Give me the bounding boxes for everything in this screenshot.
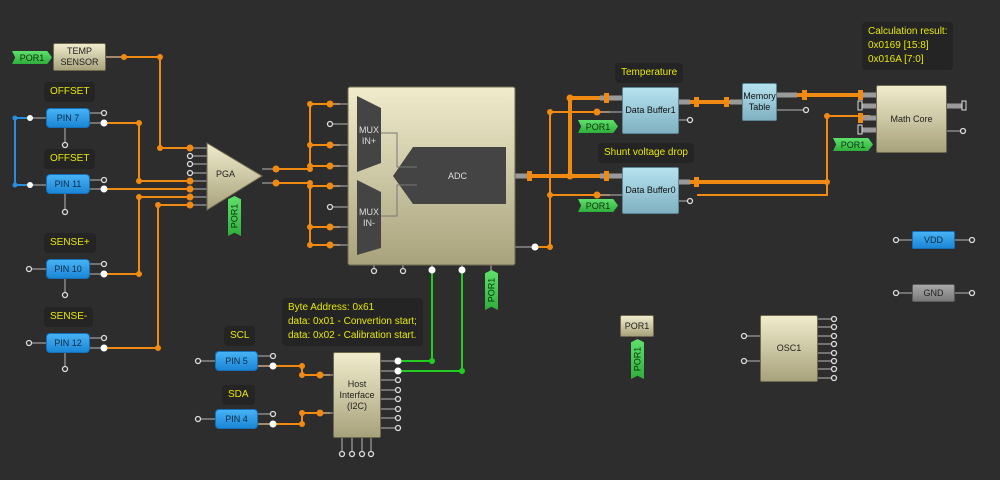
temp-sensor-label: TEMP SENSOR bbox=[60, 46, 99, 67]
osc1-block[interactable]: OSC1 bbox=[760, 315, 818, 382]
pga-block[interactable] bbox=[206, 142, 263, 211]
data-buffer1-block[interactable]: Data Buffer1 bbox=[622, 87, 679, 134]
pin7-label: PIN 7 bbox=[56, 112, 80, 123]
mux-minus-shape bbox=[357, 180, 381, 255]
pin11-block[interactable]: PIN 11 bbox=[46, 174, 90, 194]
pin4-block[interactable]: PIN 4 bbox=[215, 409, 258, 429]
memory-table-label: Memory Table bbox=[743, 91, 776, 112]
note-sda: SDA bbox=[222, 385, 255, 405]
pin12-block[interactable]: PIN 12 bbox=[46, 333, 90, 353]
connected-pin-dots[interactable] bbox=[27, 115, 539, 428]
pin5-label: PIN 5 bbox=[225, 355, 248, 366]
note-text: Temperature bbox=[621, 67, 678, 78]
note-offset-1: OFFSET bbox=[44, 82, 96, 102]
pin5-block[interactable]: PIN 5 bbox=[215, 351, 258, 371]
por1-block-label: POR1 bbox=[624, 320, 650, 331]
note-text: SCL bbox=[230, 330, 250, 341]
note-temperature: Temperature bbox=[615, 63, 684, 83]
math-core-block[interactable]: Math Core bbox=[876, 85, 947, 153]
note-text: SENSE- bbox=[50, 311, 88, 322]
note-calculation-result: Calculation result: 0x0169 [15:8] 0x016A… bbox=[862, 22, 954, 70]
osc1-label: OSC1 bbox=[776, 343, 802, 353]
por1-tag-por-block[interactable]: POR1 bbox=[631, 339, 644, 379]
note-text: OFFSET bbox=[50, 86, 90, 97]
pin11-label: PIN 11 bbox=[54, 178, 82, 189]
bus-open-terminators bbox=[857, 100, 967, 135]
pin12-label: PIN 12 bbox=[54, 337, 82, 348]
por1-tag-adc[interactable]: POR1 bbox=[485, 270, 498, 310]
note-line: 0x016A [7:0] bbox=[868, 54, 924, 65]
note-scl: SCL bbox=[224, 326, 256, 346]
por1-tag-label: POR1 bbox=[840, 139, 866, 150]
vdd-block[interactable]: VDD bbox=[912, 231, 955, 249]
note-line: data: 0x01 - Convertion start; bbox=[288, 316, 417, 327]
note-offset-2: OFFSET bbox=[44, 149, 96, 169]
por1-tag-label: POR1 bbox=[632, 346, 643, 372]
gnd-block[interactable]: GND bbox=[912, 284, 955, 302]
pin7-block[interactable]: PIN 7 bbox=[46, 108, 90, 128]
data-buffer0-label: Data Buffer0 bbox=[625, 185, 676, 195]
por1-tag-label: POR1 bbox=[585, 200, 611, 211]
note-line: 0x0169 [15:8] bbox=[868, 40, 929, 51]
por1-tag-label: POR1 bbox=[486, 277, 497, 303]
adc-internal-lines bbox=[381, 132, 417, 217]
note-text: SDA bbox=[228, 389, 249, 400]
por1-tag-buf0[interactable]: POR1 bbox=[578, 199, 618, 212]
wire-blue bbox=[14, 117, 30, 186]
gnd-label: GND bbox=[923, 287, 944, 298]
host-interface-label: Host Interface (I2C) bbox=[339, 378, 375, 411]
por1-block[interactable]: POR1 bbox=[620, 315, 654, 337]
bus-stubs bbox=[515, 92, 962, 185]
note-line: data: 0x02 - Calibration start. bbox=[288, 330, 417, 341]
note-shunt: Shunt voltage drop bbox=[598, 143, 694, 163]
por1-tag-buf1[interactable]: POR1 bbox=[578, 120, 618, 133]
pin10-block[interactable]: PIN 10 bbox=[46, 259, 90, 279]
data-buffer0-block[interactable]: Data Buffer0 bbox=[622, 167, 679, 214]
note-text: OFFSET bbox=[50, 153, 90, 164]
por1-tag-math[interactable]: POR1 bbox=[833, 138, 873, 151]
pin4-label: PIN 4 bbox=[225, 413, 248, 424]
note-i2c: Byte Address: 0x61 data: 0x01 - Converti… bbox=[282, 298, 423, 346]
note-line: Byte Address: 0x61 bbox=[288, 302, 375, 313]
mux-plus-label: MUX IN+ bbox=[359, 125, 379, 146]
pin10-label: PIN 10 bbox=[54, 263, 82, 274]
adc-shape bbox=[393, 147, 506, 204]
por1-tag-pga[interactable]: POR1 bbox=[228, 196, 241, 236]
note-sense-plus: SENSE+ bbox=[44, 233, 96, 253]
por1-tag-label: POR1 bbox=[19, 52, 45, 63]
open-pin-circles[interactable] bbox=[25, 106, 976, 458]
junction-dots-blue bbox=[12, 115, 18, 188]
bus-orange bbox=[530, 93, 870, 184]
note-text: Shunt voltage drop bbox=[604, 147, 688, 158]
data-buffer1-label: Data Buffer1 bbox=[625, 105, 676, 115]
note-sense-minus: SENSE- bbox=[44, 307, 94, 327]
memory-table-block[interactable]: Memory Table bbox=[742, 83, 777, 121]
por1-tag-label: POR1 bbox=[585, 121, 611, 132]
mux-plus-shape bbox=[357, 96, 381, 172]
adc-label: ADC bbox=[448, 171, 468, 181]
vdd-label: VDD bbox=[923, 234, 943, 245]
note-text: SENSE+ bbox=[50, 237, 90, 248]
pga-label: PGA bbox=[216, 169, 236, 179]
por1-tag-temp[interactable]: POR1 bbox=[12, 51, 52, 64]
por1-tag-label: POR1 bbox=[229, 203, 240, 229]
math-core-label: Math Core bbox=[890, 113, 933, 124]
note-line: Calculation result: bbox=[868, 26, 948, 37]
junction-dots-orange bbox=[121, 54, 830, 427]
junction-dots-green bbox=[429, 358, 465, 374]
mux-minus-label: MUX IN- bbox=[359, 207, 379, 228]
host-interface-block[interactable]: Host Interface (I2C) bbox=[333, 352, 381, 438]
temp-sensor-block[interactable]: TEMP SENSOR bbox=[53, 43, 106, 71]
bus-terminators bbox=[527, 90, 863, 187]
